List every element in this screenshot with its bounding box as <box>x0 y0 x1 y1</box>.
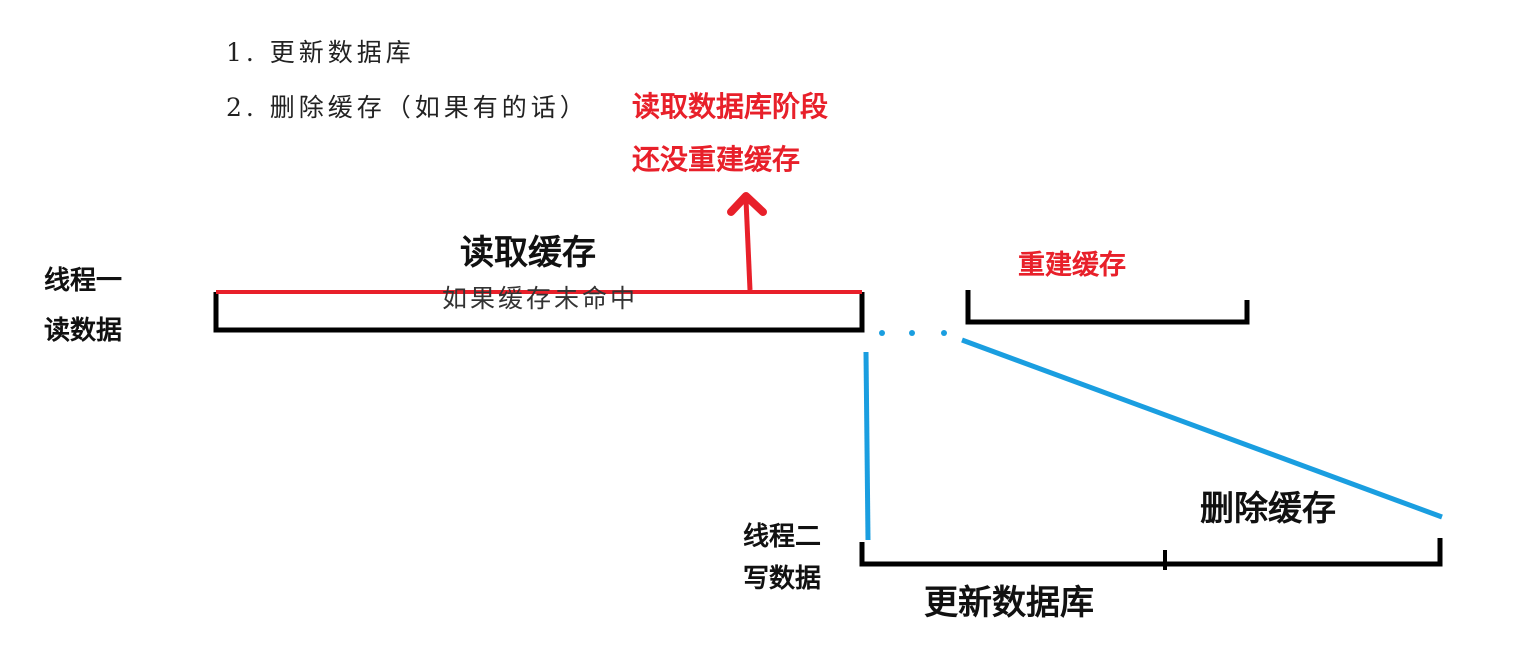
cache-miss-label: 如果缓存未命中 <box>442 284 639 313</box>
thread2-action: 写数据 <box>743 564 822 594</box>
dot <box>909 330 915 336</box>
thread1-action: 读数据 <box>44 316 123 346</box>
update-db-label: 更新数据库 <box>924 583 1094 623</box>
thread1-name: 线程一 <box>44 266 123 296</box>
rebuild-cache-bracket <box>965 290 1250 325</box>
dot <box>879 330 885 336</box>
delete-cache-label: 删除缓存 <box>1200 489 1336 529</box>
red-arrow-shaft <box>743 199 753 291</box>
step-1: 1. 更新数据库 <box>226 38 415 67</box>
thread2-write-bracket <box>859 538 1443 567</box>
annotation-line1: 读取数据库阶段 <box>632 90 829 123</box>
step-2: 2. 删除缓存（如果有的话） <box>226 93 589 122</box>
thread1-read-bracket <box>213 292 865 333</box>
blue-line-diagonal <box>961 337 1443 520</box>
dot <box>941 330 947 336</box>
blue-line-vertical <box>863 351 871 541</box>
thread2-name: 线程二 <box>743 522 822 552</box>
rebuild-cache-label: 重建缓存 <box>1018 250 1126 281</box>
annotation-line2: 还没重建缓存 <box>632 143 801 176</box>
red-arrow-head-icon <box>727 192 767 216</box>
read-cache-label: 读取缓存 <box>460 233 596 273</box>
